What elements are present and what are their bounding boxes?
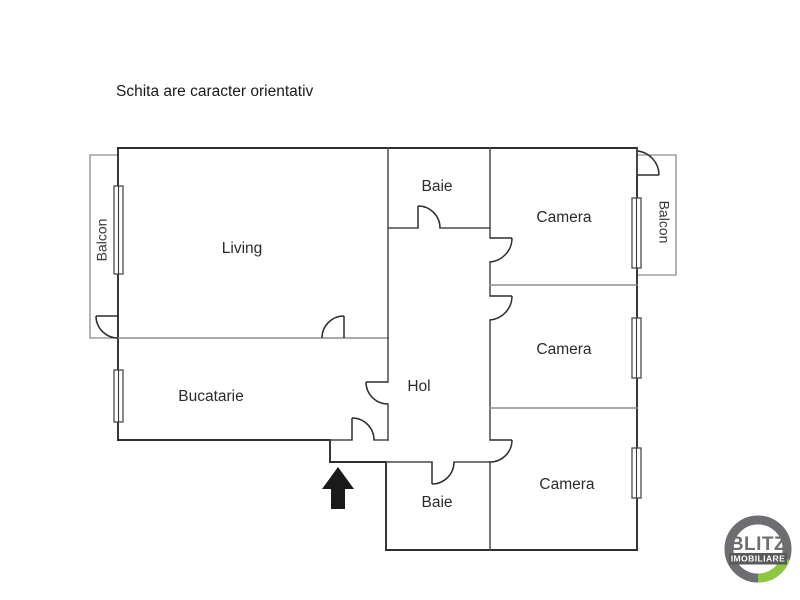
room-label-hol: Hol <box>407 378 430 395</box>
entry-arrow <box>322 467 354 509</box>
room-label-bucatarie: Bucatarie <box>178 388 243 405</box>
balcon-left-outline <box>89 154 119 339</box>
room-label-camera-1: Camera <box>536 209 592 226</box>
room-label-camera-2: Camera <box>536 341 592 358</box>
logo-tagline-text: IMOBILIARE <box>731 554 786 564</box>
balcony-label-right: Balcon <box>656 201 672 244</box>
interior-walls <box>117 147 638 551</box>
balcony-label-left: Balcon <box>94 219 110 262</box>
balcon-right-outline <box>636 154 677 276</box>
room-label-living: Living <box>222 240 263 257</box>
brand-logo: BLITZ IMOBILIARE <box>722 513 794 585</box>
room-label-baie-bottom: Baie <box>421 494 452 511</box>
room-label-baie-top: Baie <box>421 178 452 195</box>
logo-tagline-bar <box>729 553 787 565</box>
room-label-camera-3: Camera <box>539 476 595 493</box>
windows <box>113 185 642 499</box>
page-title: Schita are caracter orientativ <box>116 83 314 100</box>
logo-brand-text: BLITZ <box>730 534 786 555</box>
door-swings <box>95 150 660 485</box>
